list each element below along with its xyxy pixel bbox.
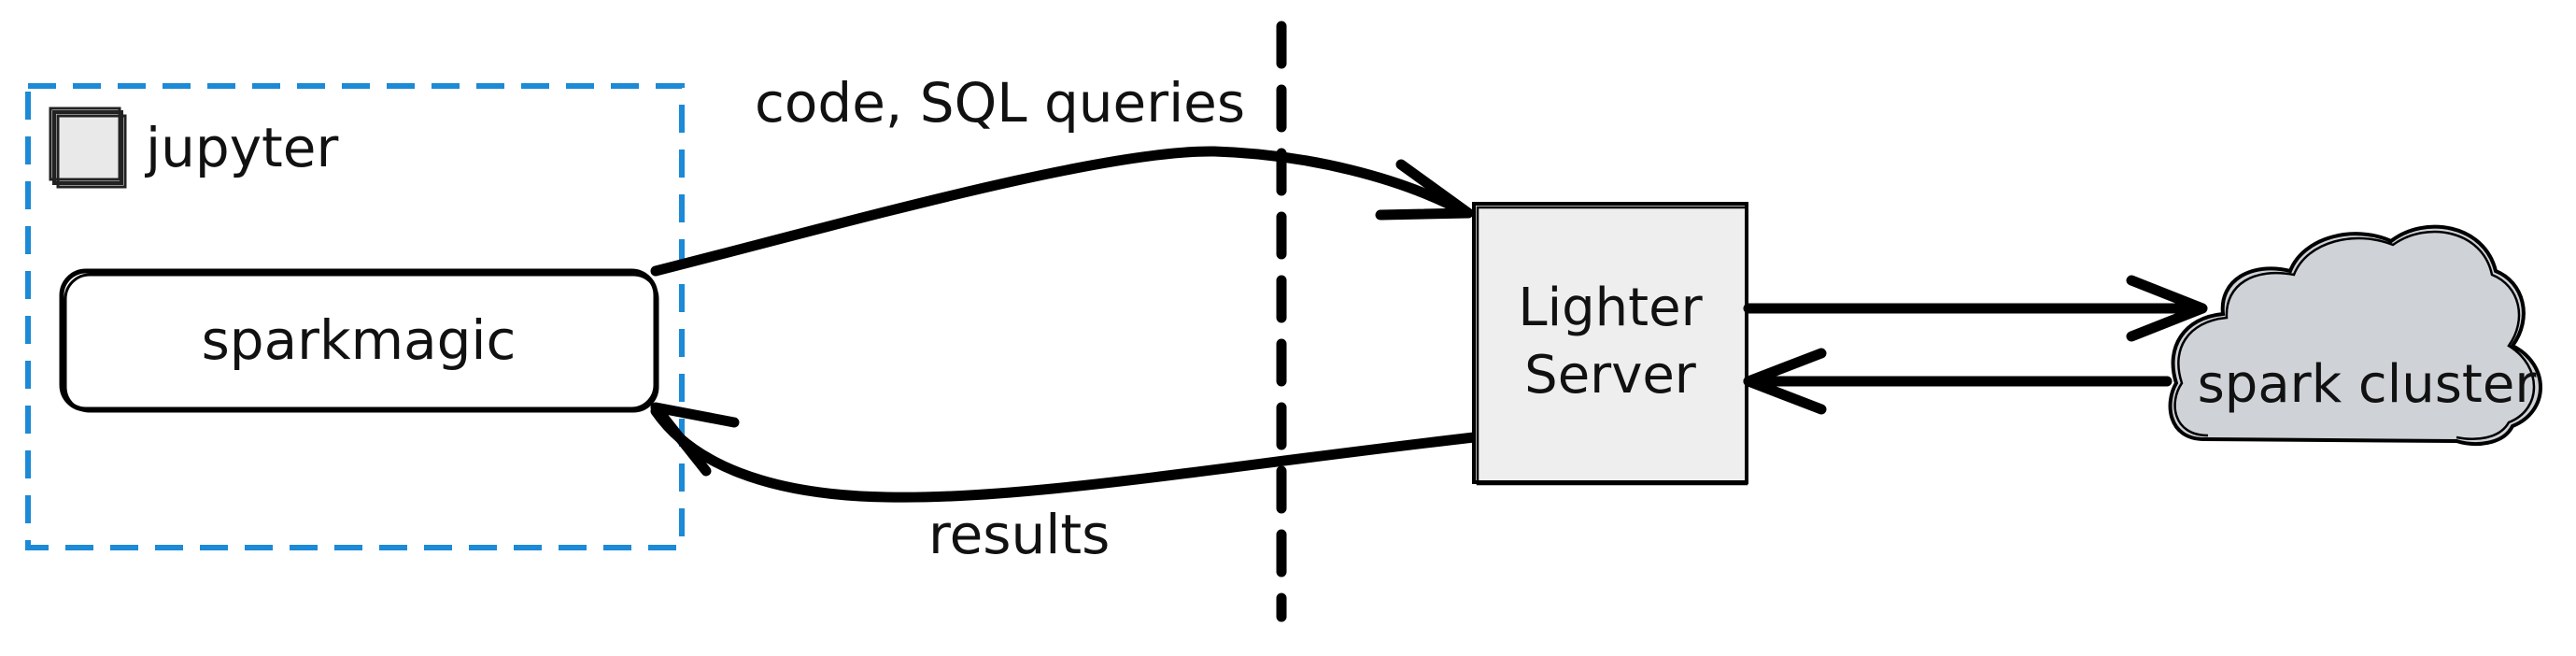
- lighter-server-label-line1: Lighter: [1518, 278, 1703, 338]
- jupyter-group-boundary: [25, 83, 685, 550]
- sparkmagic-label: sparkmagic: [202, 308, 517, 372]
- response-edge-label: results: [928, 503, 1110, 566]
- request-edge: [650, 146, 1474, 277]
- jupyter-icon: [49, 107, 127, 189]
- cluster-to-server-arrowhead: [1743, 348, 1827, 415]
- response-arrowhead: [650, 402, 740, 477]
- spark-cluster-node: [2168, 224, 2542, 446]
- jupyter-label: jupyter: [144, 116, 338, 179]
- lighter-server-label-line2: Server: [1524, 345, 1697, 406]
- sparkmagic-node: [59, 268, 659, 413]
- response-edge: [650, 402, 1479, 503]
- request-arrowhead: [1375, 159, 1474, 221]
- request-edge-label: code, SQL queries: [755, 71, 1245, 135]
- lighter-server-node: [1472, 202, 1748, 486]
- cluster-to-server-edge: [1743, 348, 2173, 415]
- server-to-cluster-arrowhead: [2126, 275, 2208, 342]
- spark-cluster-label: spark cluster: [2198, 354, 2538, 415]
- server-to-cluster-edge: [1743, 275, 2208, 342]
